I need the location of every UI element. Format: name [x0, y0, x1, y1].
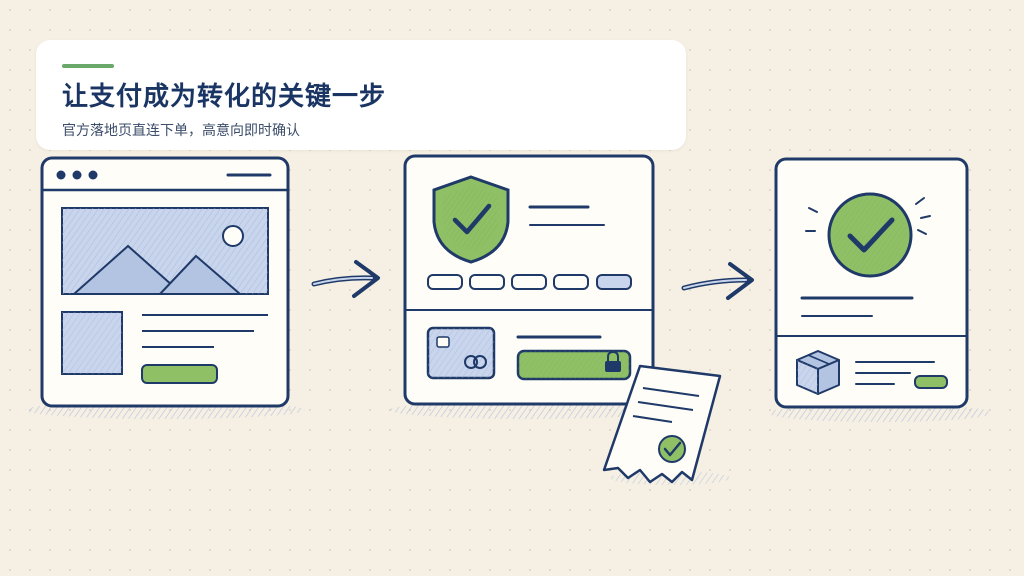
cta-button-icon	[141, 364, 218, 384]
page-title: 让支付成为转化的关键一步	[62, 82, 387, 112]
status-pill-icon	[914, 375, 948, 389]
window-frame	[774, 157, 969, 409]
step-secure-checkout-window	[390, 154, 670, 419]
credit-card-icon	[426, 326, 496, 380]
step-landing-page-window	[25, 156, 305, 419]
code-digit-box	[596, 274, 632, 290]
check-circle-icon	[827, 192, 913, 278]
code-digit-box	[469, 274, 505, 290]
package-icon	[796, 350, 840, 395]
hero-image-icon	[61, 207, 269, 295]
arrow-right-icon	[681, 262, 754, 300]
step-order-confirmed-window	[768, 157, 992, 422]
shield-check-icon	[432, 175, 510, 264]
window-dot-icon	[88, 170, 98, 180]
arrow-right-icon	[311, 260, 380, 298]
lock-icon	[605, 361, 621, 372]
code-digit-box	[511, 274, 547, 290]
window-dot-icon	[72, 170, 82, 180]
receipt-icon	[602, 364, 730, 485]
page-subtitle: 官方落地页直连下单，高意向即时确认	[62, 123, 300, 139]
header-card: 让支付成为转化的关键一步 官方落地页直连下单，高意向即时确认	[36, 40, 686, 150]
window-dot-icon	[56, 170, 66, 180]
secure-pay-button-icon	[516, 349, 632, 381]
sparkle-icon	[805, 197, 931, 235]
code-digit-box	[427, 274, 463, 290]
accent-bar	[62, 64, 114, 68]
code-digit-box	[553, 274, 589, 290]
